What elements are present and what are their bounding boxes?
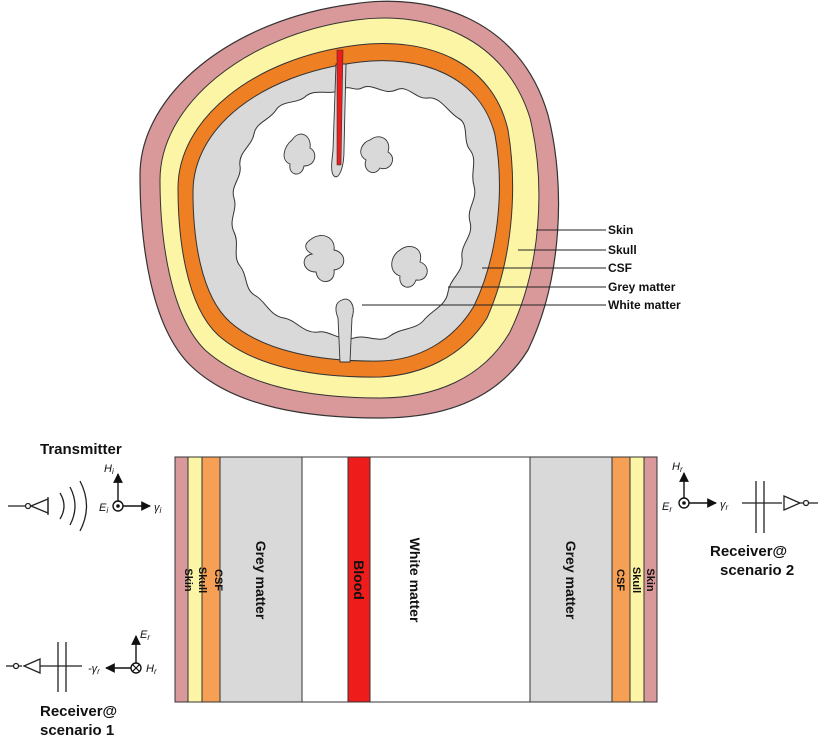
- h-field-sub: i: [112, 467, 114, 476]
- slab-label-white-matter: White matter: [407, 538, 423, 623]
- h-field-label: H: [104, 463, 112, 475]
- layer-slab: [174, 456, 658, 703]
- brain-label-grey-matter: Grey matter: [608, 280, 676, 294]
- receiver-scenario-1: Er Hr -γr Receiver@ scenario 1: [6, 629, 157, 739]
- e-field-label: E: [140, 629, 148, 641]
- slab-label-skin-left: Skin: [182, 568, 194, 592]
- svg-text:-γr: -γr: [88, 663, 100, 676]
- receiver-antenna-icon: [742, 481, 818, 533]
- svg-text:Hr: Hr: [672, 461, 683, 474]
- slab-grey-matter-left: [219, 456, 303, 703]
- gamma-sub: r: [726, 503, 729, 512]
- brain-labels: Skin Skull CSF Grey matter White matter: [608, 223, 681, 312]
- slab-label-csf-right: CSF: [614, 569, 626, 591]
- h-field-label: H: [672, 461, 680, 473]
- white-matter-layer: [231, 86, 476, 340]
- receiver-antenna-icon: [6, 642, 82, 692]
- e-field-label: E: [99, 502, 107, 514]
- svg-text:Hi: Hi: [104, 463, 114, 476]
- e-field-sub: r: [669, 505, 672, 514]
- grey-matter-island: [283, 133, 316, 175]
- gamma-sub: i: [160, 506, 162, 515]
- slab-label-skin-right: Skin: [644, 568, 656, 592]
- receiver-scenario-2: Hr Er γr Receiver@ scenario 2: [662, 461, 818, 579]
- slab-label-grey-matter-right: Grey matter: [563, 541, 579, 620]
- brain-label-white-matter: White matter: [608, 298, 681, 312]
- receiver2-label-line2: scenario 2: [720, 562, 794, 579]
- svg-text:Hr: Hr: [146, 663, 157, 676]
- brain-label-skull: Skull: [608, 243, 637, 257]
- brain-label-skin: Skin: [608, 223, 633, 237]
- transmitter-antenna-icon: [8, 480, 88, 532]
- gamma-label: γ: [720, 499, 727, 511]
- gamma-sub: r: [97, 667, 100, 676]
- svg-text:γr: γr: [720, 499, 729, 512]
- e-field-label: E: [662, 501, 670, 513]
- svg-text:Er: Er: [140, 629, 150, 642]
- receiver1-label-line1: Receiver@: [40, 703, 117, 720]
- gamma-label: -γ: [88, 663, 99, 675]
- transmitter-label: Transmitter: [40, 441, 122, 458]
- slab-labels: Skin Skull CSF Grey matter Blood White m…: [182, 538, 656, 623]
- grey-matter-fissure: [335, 298, 354, 363]
- receiver2-label-line1: Receiver@: [710, 543, 787, 560]
- slab-white-left: [301, 456, 349, 703]
- slab-skin-right: [643, 456, 658, 703]
- h-field-label: H: [146, 663, 154, 675]
- h-field-sub: r: [154, 667, 157, 676]
- grey-matter-island: [303, 235, 345, 282]
- slab-label-blood: Blood: [351, 560, 367, 600]
- slab-label-skull-right: Skull: [630, 567, 642, 593]
- brain-label-csf: CSF: [608, 261, 632, 275]
- grey-matter-island: [391, 246, 428, 288]
- slab-white-matter: [369, 456, 531, 703]
- transmitter: Transmitter Hi Ei γi: [8, 441, 162, 532]
- svg-text:Ei: Ei: [99, 502, 108, 515]
- e-field-sub: i: [106, 506, 108, 515]
- grey-matter-island: [360, 136, 393, 173]
- slab-label-grey-matter-left: Grey matter: [253, 541, 269, 620]
- gamma-label: γ: [154, 502, 161, 514]
- h-field-sub: r: [680, 465, 683, 474]
- brain-cross-section: [139, 0, 560, 419]
- slab-label-csf-left: CSF: [212, 569, 224, 591]
- slab-label-skull-left: Skull: [196, 567, 208, 593]
- receiver1-label-line2: scenario 1: [40, 722, 114, 739]
- e-field-sub: r: [147, 633, 150, 642]
- blood-vessel: [336, 49, 344, 166]
- brain-label-leaders: [362, 229, 606, 306]
- svg-text:γi: γi: [154, 502, 162, 515]
- svg-text:Er: Er: [662, 501, 672, 514]
